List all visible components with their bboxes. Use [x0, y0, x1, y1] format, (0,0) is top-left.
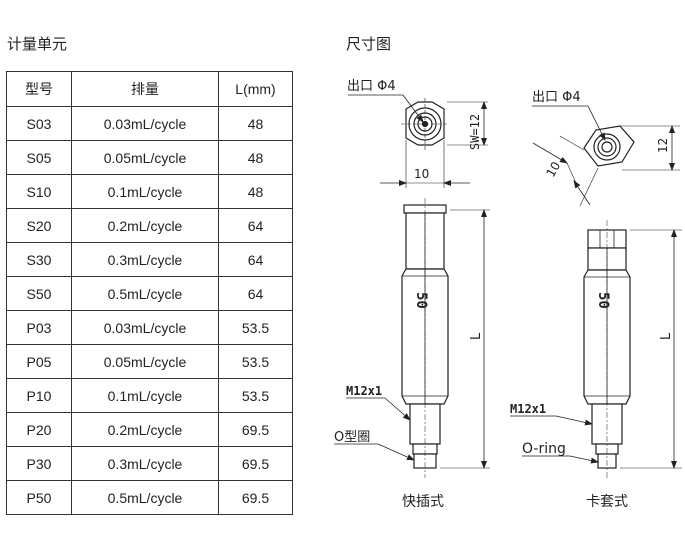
- ferrule-caption: 卡套式: [586, 494, 628, 510]
- ferrule-drawing: [510, 105, 682, 478]
- cell-model: S10: [6, 174, 72, 209]
- cell-displacement: 0.3mL/cycle: [71, 242, 219, 277]
- quick-oring-label: O型圈: [334, 430, 370, 445]
- quick-width-dim: 10: [414, 167, 429, 181]
- ferrule-thread-label: M12x1: [510, 402, 546, 416]
- section-title-dimension-drawing: 尺寸图: [346, 35, 392, 53]
- cell-displacement: 0.1mL/cycle: [71, 378, 219, 413]
- cell-model: S05: [6, 140, 72, 175]
- cell-length: 53.5: [218, 344, 293, 379]
- ferrule-oring-label: O-ring: [522, 441, 566, 457]
- cell-model: P03: [6, 310, 72, 345]
- ferrule-height-dim: 12: [656, 138, 670, 153]
- cell-model: S30: [6, 242, 72, 277]
- cell-length: 69.5: [218, 412, 293, 447]
- header-model: 型号: [6, 71, 72, 107]
- quick-caption: 快插式: [402, 494, 444, 510]
- cell-length: 64: [218, 276, 293, 311]
- header-length: L(mm): [218, 71, 293, 107]
- quick-outlet-label: 出口 Φ4: [347, 79, 396, 94]
- ferrule-top-view: [532, 105, 680, 207]
- ferrule-length-label: L: [659, 332, 674, 340]
- quick-side-view: [334, 198, 490, 478]
- cell-length: 53.5: [218, 378, 293, 413]
- cell-displacement: 0.03mL/cycle: [71, 106, 219, 141]
- cell-displacement: 0.3mL/cycle: [71, 446, 219, 481]
- cell-displacement: 0.2mL/cycle: [71, 208, 219, 243]
- cell-displacement: 0.03mL/cycle: [71, 310, 219, 345]
- cell-length: 64: [218, 242, 293, 277]
- ferrule-outlet-label: 出口 Φ4: [532, 90, 581, 105]
- cell-displacement: 0.5mL/cycle: [71, 276, 219, 311]
- ferrule-width-dim: 10: [543, 159, 563, 179]
- cell-length: 69.5: [218, 480, 293, 515]
- cell-displacement: 0.05mL/cycle: [71, 140, 219, 175]
- quick-sw-label: SW=12: [468, 114, 482, 150]
- quick-connect-drawing: [334, 94, 490, 478]
- cell-model: P50: [6, 480, 72, 515]
- quick-length-label: L: [469, 332, 484, 340]
- quick-top-view: [348, 94, 488, 188]
- ferrule-body-mark: 50: [595, 292, 611, 309]
- cell-model: P30: [6, 446, 72, 481]
- section-title-metering-unit: 计量单元: [7, 35, 68, 53]
- cell-model: P10: [6, 378, 72, 413]
- quick-thread-label: M12x1: [346, 384, 382, 398]
- cell-length: 48: [218, 106, 293, 141]
- ferrule-side-view: [510, 220, 682, 478]
- cell-model: S20: [6, 208, 72, 243]
- quick-body-mark: 50: [413, 292, 429, 309]
